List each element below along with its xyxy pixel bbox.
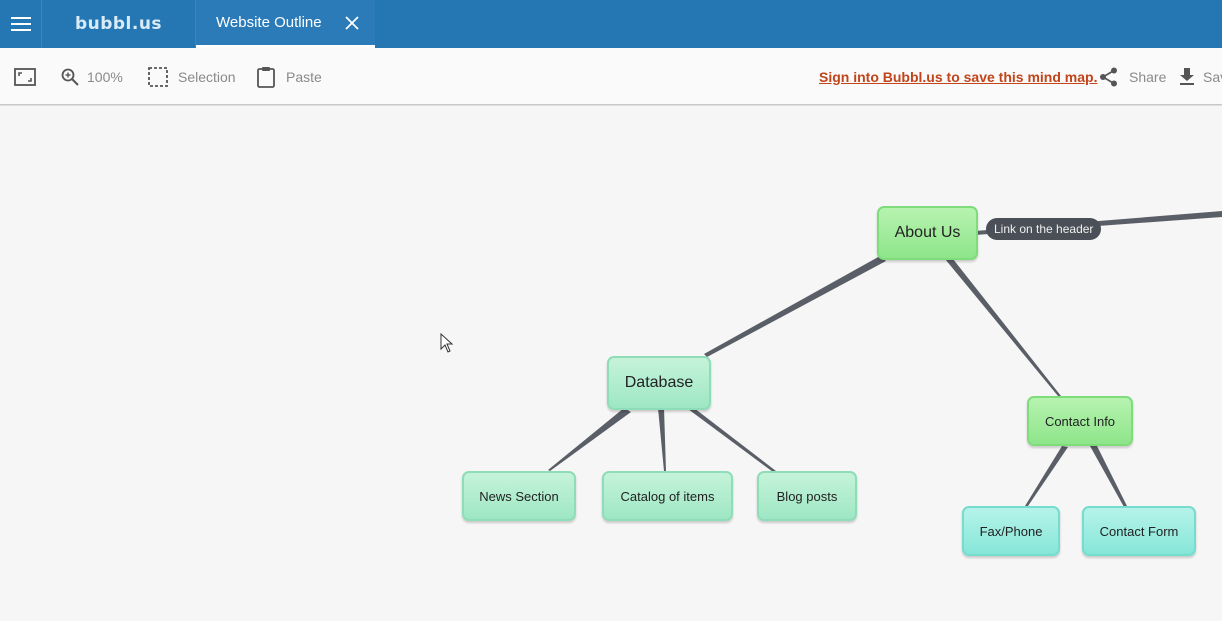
connection-lines (548, 211, 1222, 507)
paste-label: Paste (286, 68, 322, 85)
app-header: bubbl.us Website Outline (0, 0, 1222, 48)
save-label: Sav (1203, 68, 1222, 85)
connector-about-database (704, 256, 886, 357)
node-label: Blog posts (776, 488, 838, 504)
zoom-level: 100% (87, 68, 123, 85)
connector-about-contactinfo (945, 259, 1061, 396)
close-tab-button[interactable] (345, 15, 359, 30)
logo-text: bubbl.us (74, 14, 163, 34)
connector-database-catalog (658, 408, 666, 471)
mouse-cursor-icon (440, 333, 454, 353)
save-button[interactable]: Sav (1179, 48, 1222, 105)
node-fax-phone[interactable]: Fax/Phone (962, 506, 1060, 556)
tab-website-outline[interactable]: Website Outline (196, 0, 375, 48)
node-label: News Section (479, 488, 559, 504)
connector-contactinfo-fax (1025, 446, 1068, 506)
selection-label: Selection (178, 68, 236, 85)
node-label: Contact Info (1044, 413, 1116, 429)
node-contact-form[interactable]: Contact Form (1082, 506, 1196, 556)
node-label: Catalog of items (620, 488, 715, 504)
node-catalog-of-items[interactable]: Catalog of items (602, 471, 733, 521)
connector-database-news (548, 408, 631, 471)
close-icon (345, 15, 359, 30)
share-icon (1100, 67, 1117, 86)
sign-in-link[interactable]: Sign into Bubbl.us to save this mind map… (819, 68, 1098, 85)
menu-icon (10, 17, 31, 31)
zoom-button[interactable]: 100% (61, 48, 123, 105)
zoom-icon (61, 68, 79, 86)
tab-title: Website Outline (216, 14, 322, 31)
node-news-section[interactable]: News Section (462, 471, 576, 521)
node-label: Database (624, 374, 694, 391)
fit-screen-button[interactable] (14, 48, 36, 105)
node-label: About Us (894, 224, 961, 241)
menu-button[interactable] (0, 0, 42, 48)
node-blog-posts[interactable]: Blog posts (757, 471, 857, 521)
connection-label[interactable]: Link on the header (986, 218, 1102, 240)
share-label: Share (1129, 68, 1167, 85)
node-contact-info[interactable]: Contact Info (1027, 396, 1133, 446)
share-button[interactable]: Share (1099, 48, 1166, 105)
node-database[interactable]: Database (607, 356, 711, 410)
node-label: Contact Form (1099, 523, 1179, 539)
selection-button[interactable]: Selection (148, 48, 236, 105)
fit-screen-icon (14, 67, 36, 86)
download-icon (1180, 67, 1194, 85)
app-logo[interactable]: bubbl.us (42, 0, 196, 48)
toolbar: 100% Selection Paste Sign into Bubbl.us … (0, 48, 1222, 105)
node-about-us[interactable]: About Us (877, 206, 978, 260)
selection-icon (148, 66, 168, 87)
connector-contactinfo-form (1090, 446, 1127, 507)
paste-button[interactable]: Paste (257, 48, 322, 105)
mind-map-canvas[interactable]: About Us Link on the header Database Con… (0, 106, 1222, 621)
clipboard-icon (257, 66, 275, 88)
node-label: Fax/Phone (979, 523, 1043, 539)
connector-database-blog (688, 408, 776, 472)
